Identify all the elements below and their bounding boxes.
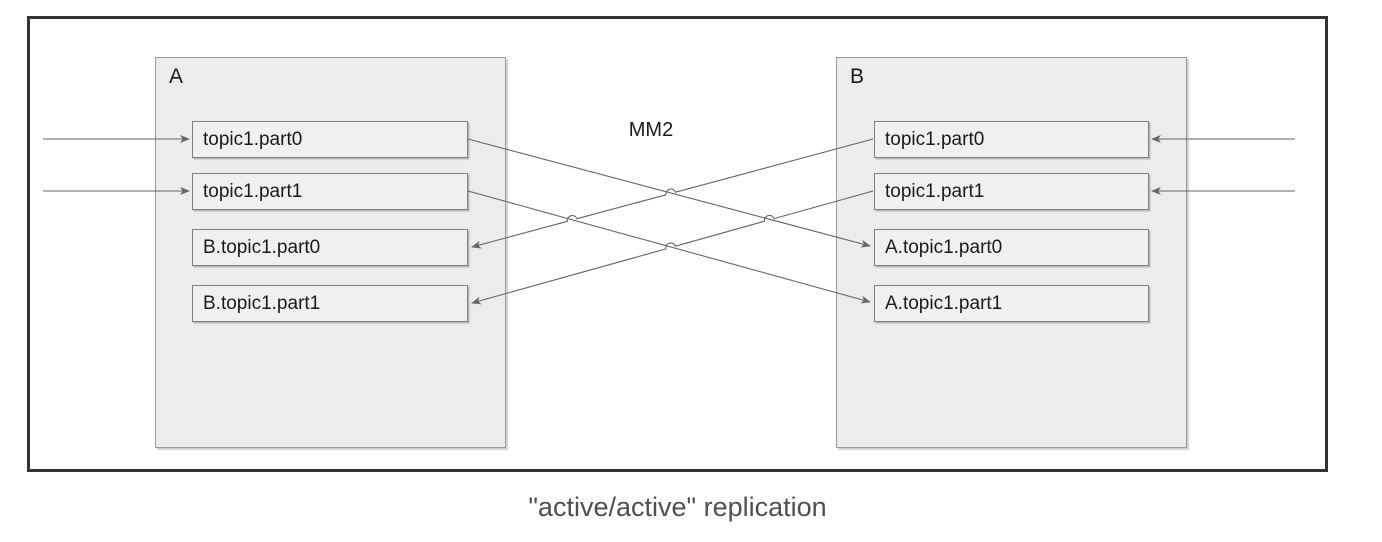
topic-box-a-topic1-part1: topic1.part1 xyxy=(192,173,468,210)
cluster-b-label: B xyxy=(850,65,865,88)
topic-box-b-a-topic1-part1: A.topic1.part1 xyxy=(874,285,1149,322)
topic-box-b-topic1-part0: topic1.part0 xyxy=(874,121,1149,158)
topic-box-b-topic1-part1: topic1.part1 xyxy=(874,173,1149,210)
mm2-label: MM2 xyxy=(628,119,674,141)
topic-box-a-b-topic1-part1: B.topic1.part1 xyxy=(192,285,468,322)
cluster-a-label: A xyxy=(169,65,184,88)
topic-box-a-b-topic1-part0: B.topic1.part0 xyxy=(192,229,468,266)
topic-box-b-a-topic1-part0: A.topic1.part0 xyxy=(874,229,1149,266)
topic-box-a-topic1-part0: topic1.part0 xyxy=(192,121,468,158)
diagram-frame xyxy=(27,16,1328,472)
caption: "active/active" replication xyxy=(528,492,827,522)
